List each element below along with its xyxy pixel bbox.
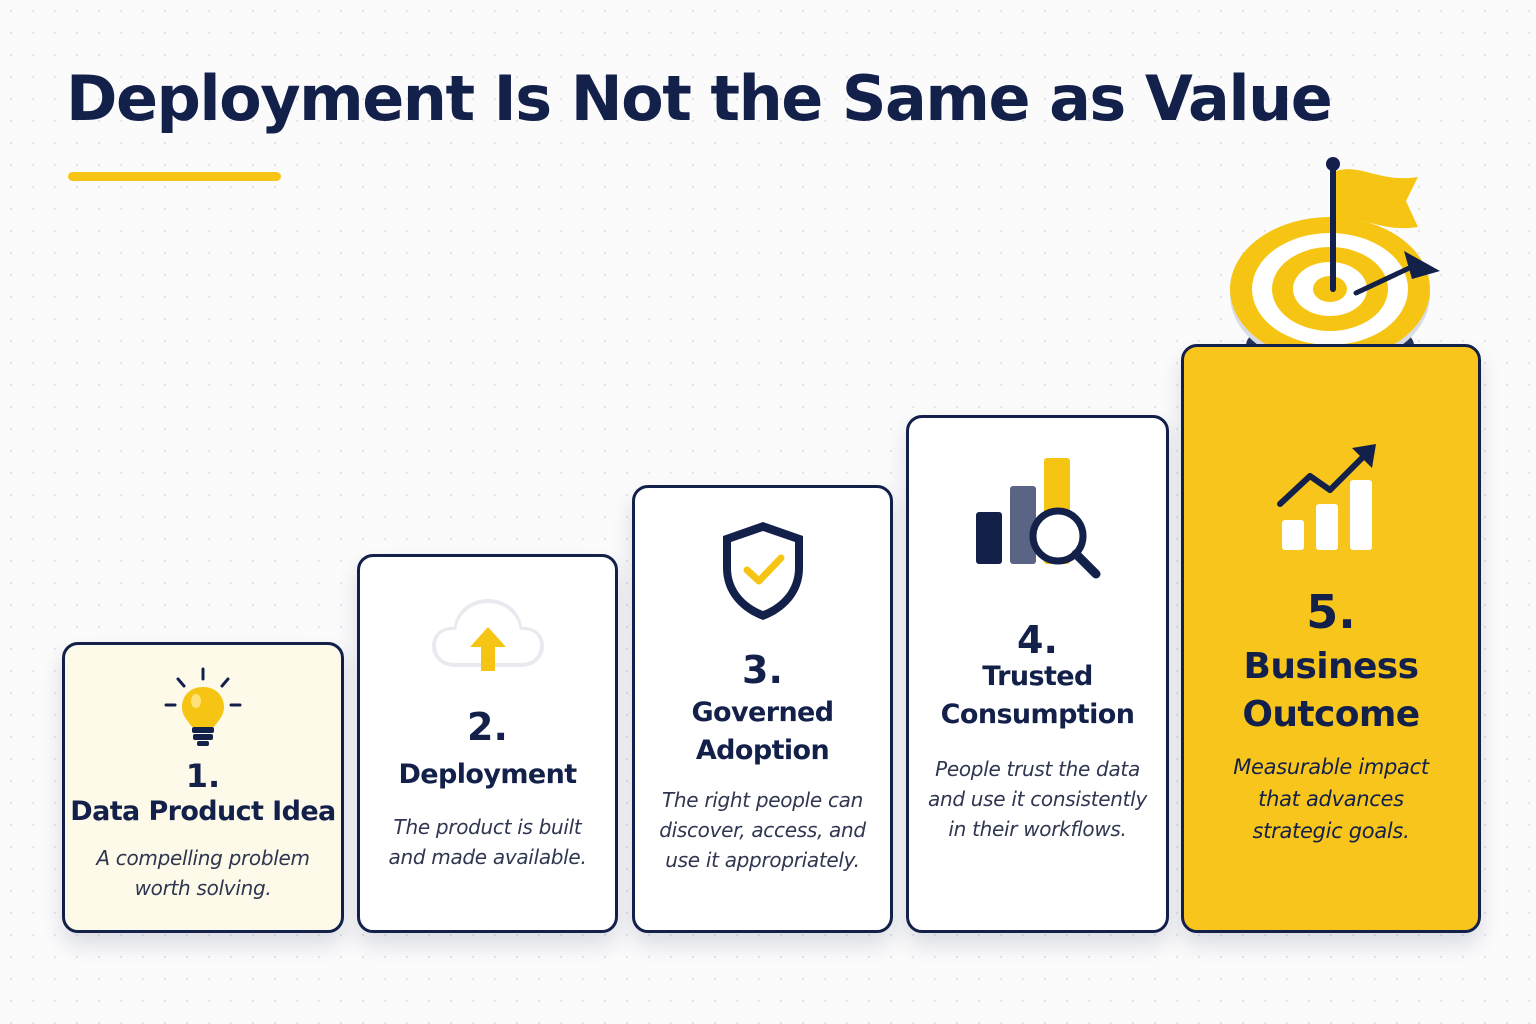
step-description-line: The product is built [393,815,582,839]
step-label-line: Trusted [982,661,1093,692]
step-label-line: Outcome [1242,694,1420,735]
step-label-line: Adoption [695,735,830,766]
step-label-line: Data Product Idea [70,796,336,827]
step-description-line: in their workflows. [948,817,1127,841]
step-description-line: A compelling problem [96,846,310,870]
title-underline [68,172,281,181]
step-description: People trust the data and use it consist… [909,754,1166,844]
step-description-line: worth solving. [134,876,272,900]
cloud-upload-icon [360,589,615,681]
step-description: The product is built and made available. [360,812,615,872]
step-description: The right people can discover, access, a… [635,785,890,875]
step-number: 2. [467,705,508,749]
step-description-line: The right people can [662,788,863,812]
step-description-line: that advances [1258,787,1404,811]
step-label-line: Governed [691,697,835,728]
step-number: 3. [742,648,783,692]
step-description: Measurable impact that advances strategi… [1184,751,1478,847]
growth-chart-icon [1184,442,1478,554]
step-description-line: discover, access, and [659,818,866,842]
shield-check-icon [635,518,890,624]
step-description-line: and use it consistently [928,787,1147,811]
step-label: Deployment [360,756,615,794]
step-card-deployment: 2. Deployment The product is built and m… [357,554,618,933]
step-description-line: and made available. [388,845,587,869]
step-card-business-outcome: 5. Business Outcome Measurable impact th… [1181,344,1481,933]
step-description-line: Measurable impact [1233,755,1429,779]
step-label-line: Consumption [940,699,1135,730]
step-card-data-product-idea: 1. Data Product Idea A compelling proble… [62,642,344,933]
step-number: 5. [1306,585,1356,639]
target-flag-icon [1220,155,1450,419]
step-description: A compelling problem worth solving. [65,843,341,903]
step-description-line: use it appropriately. [665,848,860,872]
step-label: Governed Adoption [635,694,890,770]
page-title: Deployment Is Not the Same as Value [66,62,1333,135]
step-label: Business Outcome [1184,643,1478,739]
step-label: Trusted Consumption [909,658,1166,734]
bar-chart-magnifier-icon [909,456,1166,586]
step-description-line: People trust the data [935,757,1140,781]
lightbulb-icon [65,665,341,755]
step-label-line: Deployment [398,759,577,790]
step-label: Data Product Idea [65,793,341,831]
step-description-line: strategic goals. [1252,819,1410,843]
step-number: 4. [1017,618,1058,662]
step-label-line: Business [1243,646,1420,687]
step-number: 1. [185,757,221,795]
step-card-trusted-consumption: 4. Trusted Consumption People trust the … [906,415,1169,933]
step-card-governed-adoption: 3. Governed Adoption The right people ca… [632,485,893,933]
